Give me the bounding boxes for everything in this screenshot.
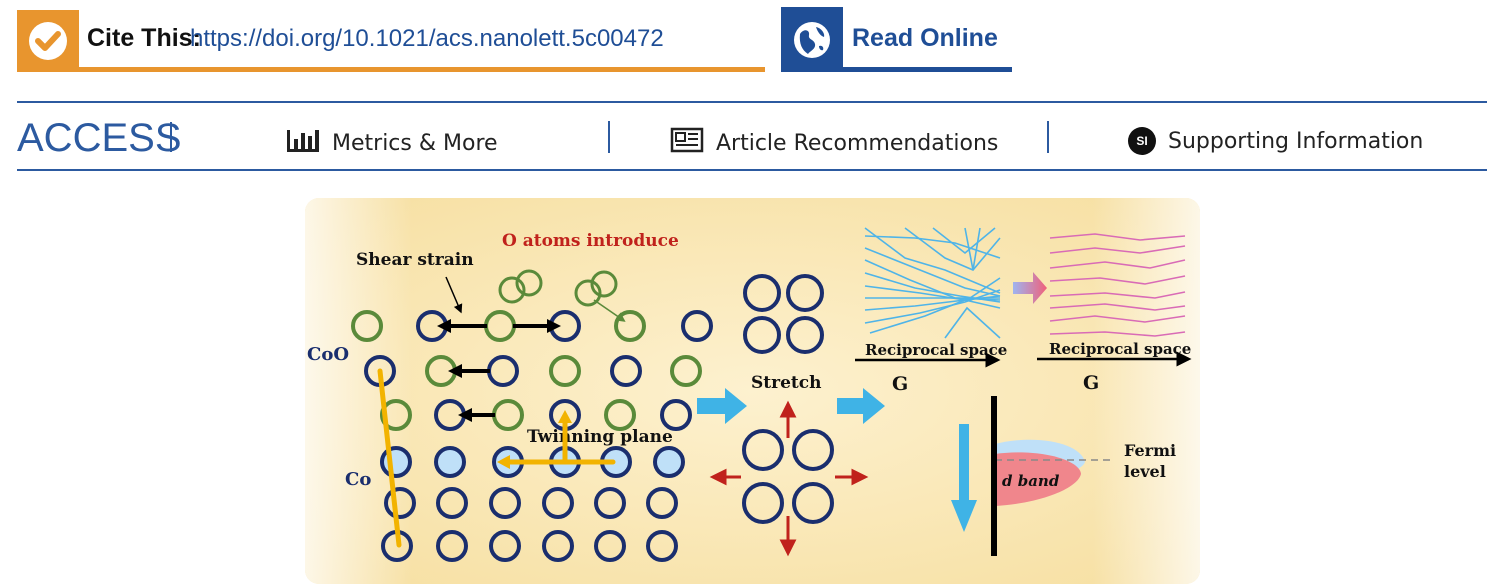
label-fermi-1: Fermi: [1124, 441, 1176, 460]
tab-supporting-info-label: Supporting Information: [1168, 128, 1424, 154]
newspaper-icon: [670, 127, 704, 159]
label-stretch: Stretch: [751, 373, 821, 393]
tab-metrics[interactable]: Metrics & More: [286, 127, 498, 159]
label-coo: CoO: [307, 344, 349, 365]
tab-recommendations-label: Article Recommendations: [716, 130, 999, 156]
read-online-link[interactable]: Read Online: [852, 24, 998, 52]
down-arrow-icon: [951, 424, 977, 532]
tab-metrics-label: Metrics & More: [332, 130, 498, 156]
label-co: Co: [345, 469, 371, 490]
si-badge-icon: SI: [1128, 127, 1156, 155]
toc-figure: O atoms introduce Shear strain CoO Co Tw…: [305, 198, 1200, 584]
access-label: ACCESS: [17, 116, 182, 160]
tab-supporting-info[interactable]: SI Supporting Information: [1128, 127, 1423, 155]
label-reciprocal-right: Reciprocal space: [1049, 340, 1191, 358]
cite-label: Cite This:: [87, 24, 201, 52]
label-o-atoms: O atoms introduce: [502, 231, 679, 251]
label-fermi-2: level: [1124, 462, 1166, 481]
read-underline: [843, 67, 1012, 72]
check-badge-icon: [17, 10, 79, 72]
globe-icon[interactable]: [781, 7, 843, 72]
access-divider: [170, 122, 172, 152]
cite-underline: [79, 67, 765, 72]
label-g-left: G: [892, 373, 908, 395]
arrow-right-icon: [837, 388, 885, 424]
label-twinning-plane: Twinning plane: [527, 427, 673, 447]
label-g-right: G: [1083, 372, 1099, 394]
band-structure-left: [864, 227, 1001, 339]
tab-recommendations[interactable]: Article Recommendations: [670, 127, 998, 159]
band-structure-right: [1049, 233, 1186, 337]
bottom-rule: [17, 169, 1487, 171]
band-transition-arrow: [1013, 272, 1047, 304]
tab-divider: [608, 121, 610, 153]
label-shear-strain: Shear strain: [356, 250, 474, 270]
doi-link[interactable]: https://doi.org/10.1021/acs.nanolett.5c0…: [190, 25, 664, 52]
tab-divider: [1047, 121, 1049, 153]
label-d-band: d band: [1002, 472, 1060, 490]
arrow-right-icon: [697, 388, 747, 424]
top-rule: [17, 101, 1487, 103]
label-reciprocal-left: Reciprocal space: [865, 341, 1007, 359]
bar-chart-icon: [286, 127, 320, 159]
